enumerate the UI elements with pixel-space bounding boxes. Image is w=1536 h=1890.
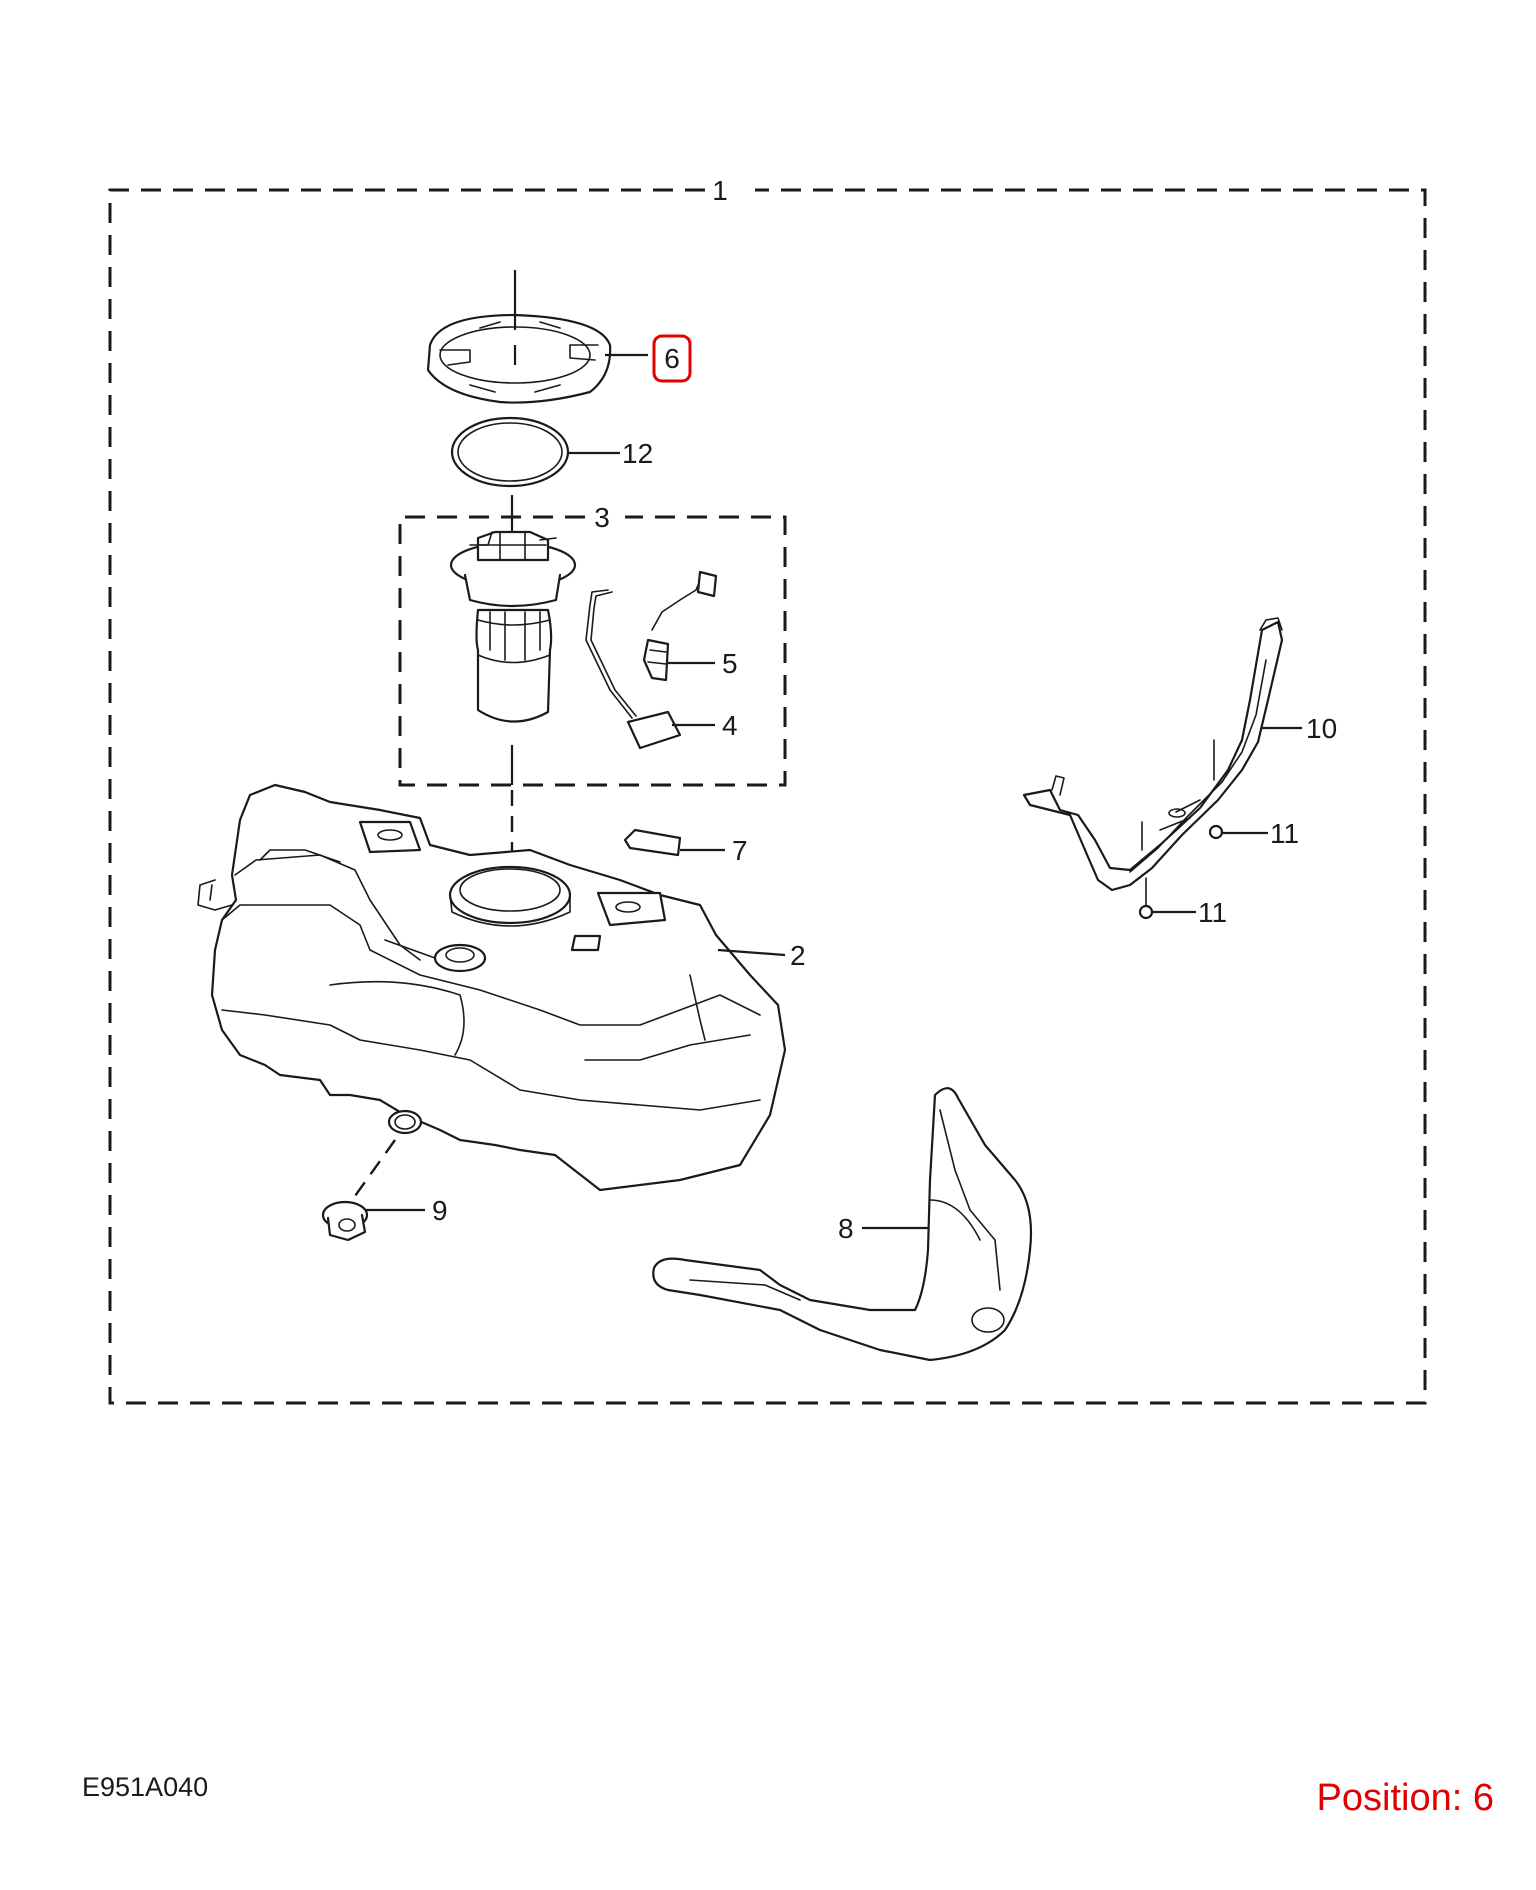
- drawing-code: E951A040: [82, 1772, 209, 1802]
- callout-5[interactable]: 5: [722, 648, 738, 679]
- bolt-part-lower[interactable]: [1138, 904, 1154, 920]
- callout-2[interactable]: 2: [790, 940, 806, 971]
- fuel-pump-module-part[interactable]: [449, 530, 577, 723]
- drain-bolt-part[interactable]: [321, 1200, 369, 1242]
- wiring-harness-part[interactable]: [642, 570, 718, 682]
- callout-7[interactable]: 7: [732, 835, 748, 866]
- position-indicator: Position: 6: [1317, 1777, 1494, 1820]
- callout-11-lower[interactable]: 11: [1198, 897, 1227, 928]
- pump-assembly-frame: [398, 515, 787, 787]
- callout-6-highlight: [652, 334, 692, 383]
- seal-ring-part[interactable]: [450, 416, 570, 488]
- lock-ring-part[interactable]: [426, 313, 612, 404]
- assembly-frame: [108, 188, 1427, 1405]
- fuel-tank-part[interactable]: [197, 783, 787, 1192]
- callout-8[interactable]: 8: [838, 1213, 854, 1244]
- callout-6[interactable]: 6: [664, 343, 680, 374]
- pad-part[interactable]: [623, 828, 682, 857]
- position-value: 6: [1472, 1777, 1494, 1819]
- callout-3[interactable]: 3: [594, 502, 610, 533]
- callout-10[interactable]: 10: [1306, 713, 1337, 744]
- callout-1[interactable]: 1: [712, 175, 728, 206]
- callout-12[interactable]: 12: [622, 438, 653, 469]
- heat-shield-part[interactable]: [652, 1087, 1033, 1362]
- callout-9[interactable]: 9: [432, 1195, 448, 1226]
- bolt-part-upper[interactable]: [1208, 824, 1224, 840]
- callout-11-upper[interactable]: 11: [1270, 818, 1299, 849]
- position-label: Position:: [1316, 1777, 1463, 1819]
- callout-4[interactable]: 4: [722, 710, 738, 741]
- tank-strap-part[interactable]: [1022, 617, 1284, 892]
- fuel-level-sender-part[interactable]: [585, 589, 682, 750]
